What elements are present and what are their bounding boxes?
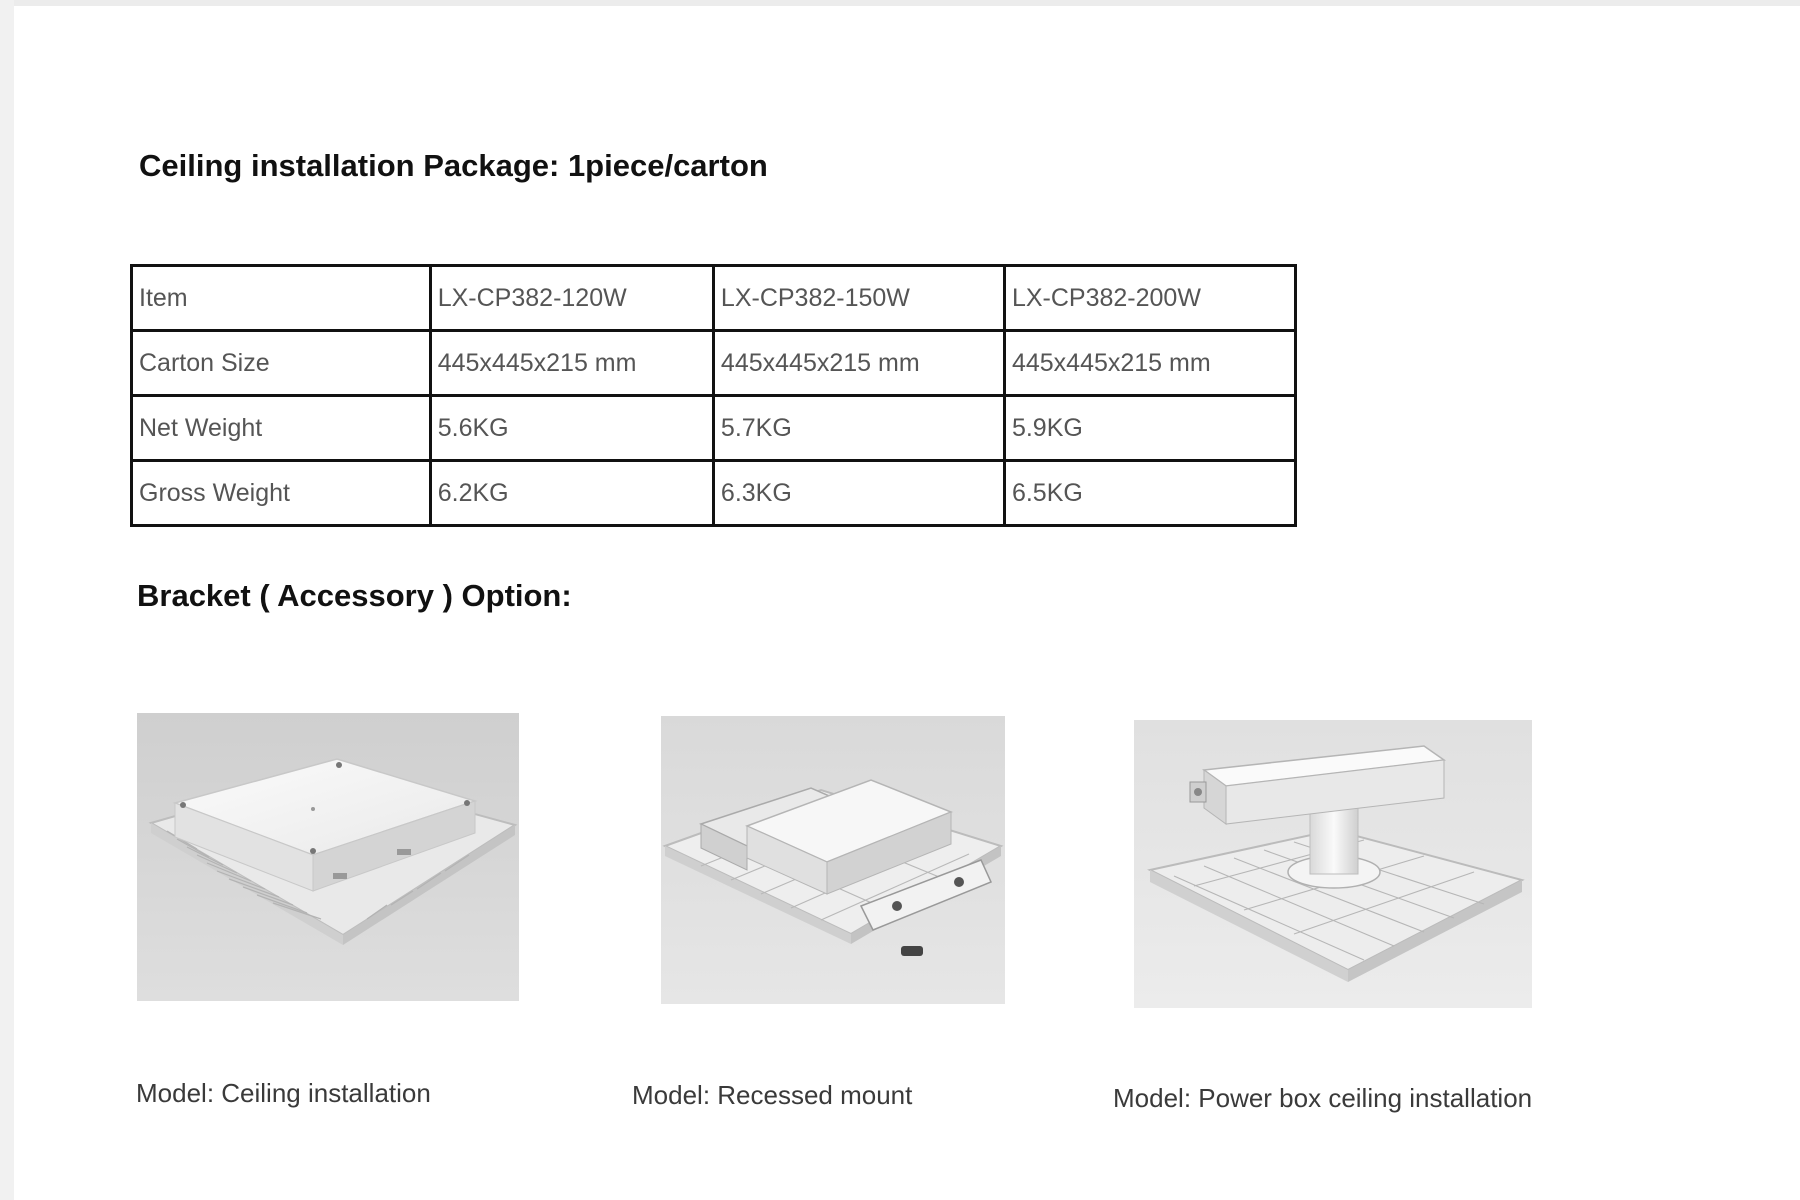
table-row: Net Weight 5.6KG 5.7KG 5.9KG <box>130 394 1298 462</box>
table-cell: Gross Weight <box>130 459 432 527</box>
table-cell: LX-CP382-150W <box>711 264 1006 332</box>
table-cell: 445x445x215 mm <box>1002 329 1298 397</box>
bracket-heading: Bracket ( Accessory ) Option: <box>137 578 572 613</box>
table-cell: 6.2KG <box>428 459 715 527</box>
table-cell: LX-CP382-120W <box>428 264 715 332</box>
table-cell: 445x445x215 mm <box>428 329 715 397</box>
table-cell: 6.5KG <box>1002 459 1298 527</box>
ceiling-installation-photo <box>137 713 519 1001</box>
table-cell: 5.6KG <box>428 394 715 462</box>
table-row: Gross Weight 6.2KG 6.3KG 6.5KG <box>130 459 1298 527</box>
model-caption-ceiling-installation: Model: Ceiling installation <box>136 1078 431 1108</box>
model-caption-recessed-mount: Model: Recessed mount <box>632 1080 913 1110</box>
table-cell: LX-CP382-200W <box>1002 264 1298 332</box>
table-cell: 5.7KG <box>711 394 1006 462</box>
top-scan-border <box>0 0 1800 6</box>
package-heading: Ceiling installation Package: 1piece/car… <box>139 148 768 183</box>
recessed-mount-photo <box>661 716 1005 1004</box>
table-cell: 5.9KG <box>1002 394 1298 462</box>
table-cell: 445x445x215 mm <box>711 329 1006 397</box>
power-box-ceiling-photo <box>1134 720 1532 1008</box>
table-row: Item LX-CP382-120W LX-CP382-150W LX-CP38… <box>130 264 1298 332</box>
model-caption-power-box-ceiling: Model: Power box ceiling installation <box>1113 1083 1533 1113</box>
left-scan-border <box>0 0 14 1200</box>
table-cell: 6.3KG <box>711 459 1006 527</box>
table-cell: Item <box>130 264 432 332</box>
spec-table: Item LX-CP382-120W LX-CP382-150W LX-CP38… <box>130 264 1298 527</box>
table-cell: Net Weight <box>130 394 432 462</box>
table-cell: Carton Size <box>130 329 432 397</box>
table-row: Carton Size 445x445x215 mm 445x445x215 m… <box>130 329 1298 397</box>
